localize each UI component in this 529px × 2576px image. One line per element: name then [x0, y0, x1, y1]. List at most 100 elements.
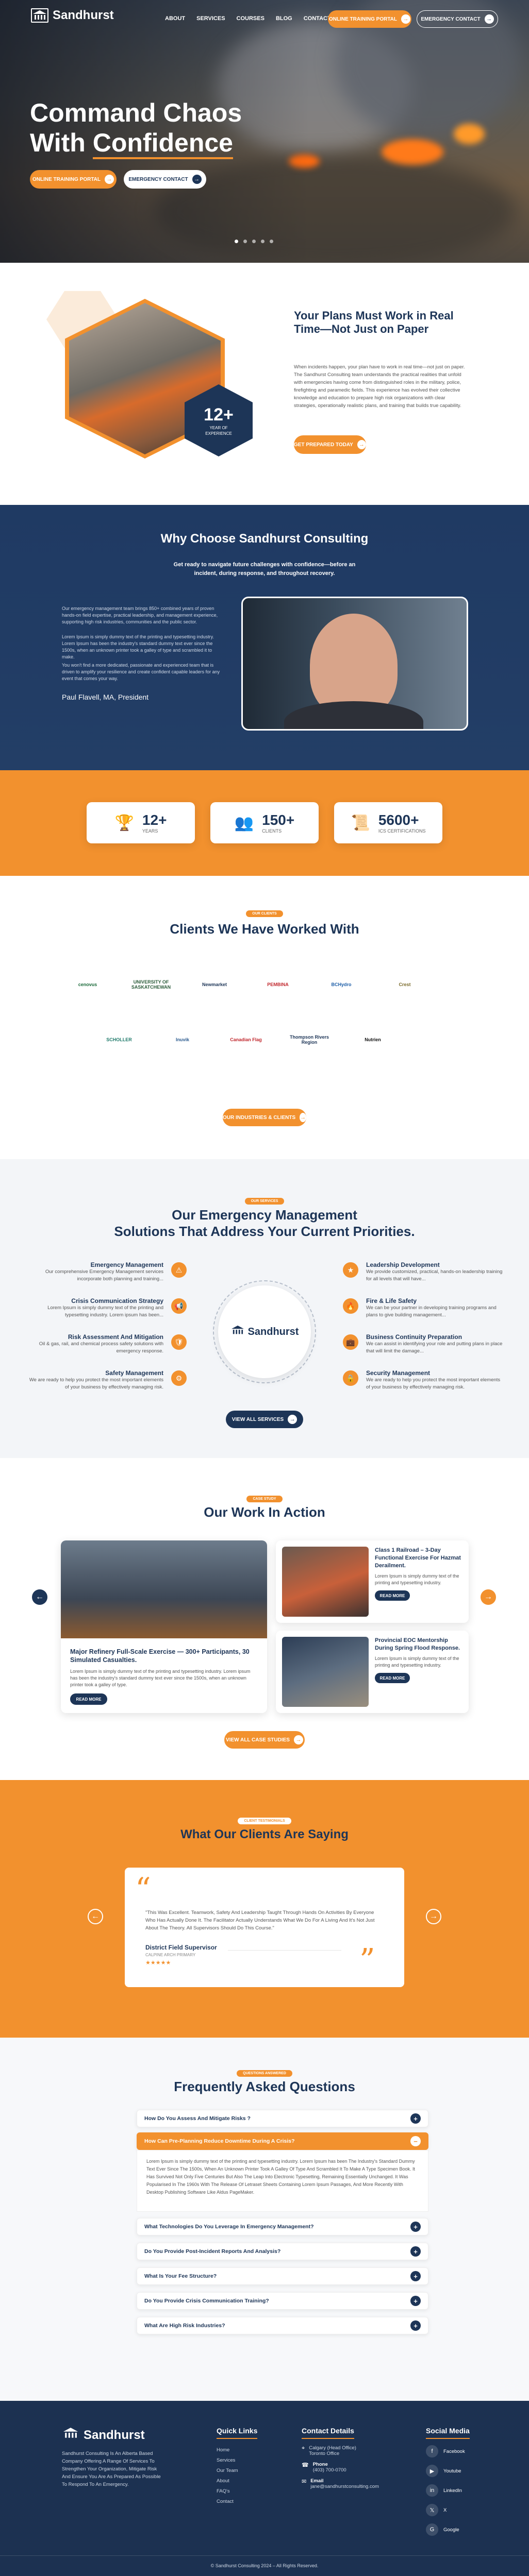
faq-item[interactable]: Do You Provide Crisis Communication Trai… [137, 2292, 428, 2310]
service-title: Security Management [366, 1369, 431, 1377]
why-body-1: Our emergency management team brings 850… [62, 606, 218, 624]
building-icon [31, 8, 48, 23]
footer-link-about[interactable]: About [217, 2478, 229, 2484]
faq-item[interactable]: What Technologies Do You Leverage In Eme… [137, 2218, 428, 2235]
online-training-label: ONLINE TRAINING PORTAL [328, 16, 398, 22]
footer-link-home[interactable]: Home [217, 2447, 230, 2453]
testimonial-next-arrow[interactable]: → [426, 1909, 441, 1924]
footer-link-faq[interactable]: FAQ's [217, 2488, 230, 2494]
hero-section: Sandhurst ABOUT SERVICES COURSES BLOG CO… [0, 0, 529, 263]
nav-item-contact[interactable]: CONTACT [303, 15, 331, 22]
hero-online-training-label: ONLINE TRAINING PORTAL [32, 176, 101, 182]
copyright: © Sandhurst Consulting 2024 – All Rights… [0, 2555, 529, 2568]
faq-answer: Lorem Ipsum is simply dummy text of the … [137, 2150, 428, 2212]
footer-link-team[interactable]: Our Team [217, 2468, 238, 2473]
read-more-label: READ MORE [76, 1697, 102, 1702]
main-menu: ABOUT SERVICES COURSES BLOG CONTACT [165, 15, 331, 22]
social-label: Facebook [443, 2448, 465, 2454]
service-title: Risk Assessment And Mitigation [68, 1333, 163, 1341]
arrow-right-icon: → [429, 1912, 438, 1921]
footer-logo[interactable]: Sandhurst [62, 2427, 145, 2444]
slider-dot[interactable] [252, 240, 256, 243]
read-more-button[interactable]: READ MORE [375, 1673, 410, 1683]
faq-section: QUESTIONS ANSWERED Frequently Asked Ques… [0, 2038, 529, 2401]
service-title: Fire & Life Safety [366, 1297, 417, 1304]
footer-email[interactable]: jane@sandhurstconsulting.com [310, 2484, 379, 2489]
faq-question: Do You Provide Post-Incident Reports And… [144, 2248, 281, 2255]
faq-title: Frequently Asked Questions [174, 2079, 355, 2094]
service-desc: We are ready to help you protect the mos… [366, 1377, 501, 1390]
linkedin-icon: in [426, 2484, 438, 2497]
slider-dot[interactable] [235, 240, 238, 243]
nav-item-services[interactable]: SERVICES [196, 15, 225, 22]
testimonial-title: What Our Clients Are Saying [180, 1827, 349, 1841]
stat-label: ICS CERTIFICATIONS [378, 828, 426, 834]
x-icon: 𝕏 [426, 2504, 438, 2516]
case-study-card[interactable]: Provincial EOC Mentorship During Spring … [276, 1631, 469, 1713]
sandhurst-logo[interactable]: Sandhurst [31, 8, 114, 23]
testimonial-pill: CLIENT TESTIMONIALS [238, 1818, 291, 1824]
carousel-prev-arrow[interactable]: ← [32, 1589, 47, 1605]
case-study-main-card[interactable]: Major Refinery Full-Scale Exercise — 300… [61, 1540, 267, 1713]
slider-dot[interactable] [270, 240, 273, 243]
slider-dot[interactable] [243, 240, 247, 243]
footer-link-services[interactable]: Services [217, 2458, 236, 2463]
site-footer: Sandhurst Sandhurst Consulting Is An Alb… [0, 2401, 529, 2576]
hero-emergency-contact-button[interactable]: EMERGENCY CONTACT→ [124, 170, 206, 189]
president-photo [241, 597, 468, 731]
fire-icon: 🔥 [343, 1298, 358, 1314]
get-prepared-button[interactable]: GET PREPARED TODAY→ [294, 435, 366, 454]
footer-link-contact[interactable]: Contact [217, 2499, 234, 2504]
view-all-case-studies-button[interactable]: VIEW ALL CASE STUDIES→ [224, 1731, 305, 1749]
read-more-button[interactable]: READ MORE [70, 1693, 107, 1705]
nav-item-blog[interactable]: BLOG [275, 15, 292, 22]
service-title: Business Continuity Preparation [366, 1333, 462, 1341]
contact-details: Contact Details ⌖Calgary (Head Office)To… [302, 2427, 405, 2489]
shield-icon: 🛡 [171, 1334, 187, 1350]
arrow-right-icon: → [105, 175, 114, 184]
trophy-icon: 🏆 [114, 814, 134, 832]
faq-item[interactable]: What Is Your Fee Structure?+ [137, 2267, 428, 2285]
testimonial-prev-arrow[interactable]: ← [88, 1909, 103, 1924]
derailment-image [282, 1547, 369, 1617]
quote-close-icon: ” [359, 1942, 375, 1978]
building-icon [62, 2427, 79, 2444]
nav-item-courses[interactable]: COURSES [236, 15, 264, 22]
footer-phone[interactable]: (403) 700-0700 [312, 2467, 346, 2473]
testimonial-quote: "This Was Excellent. Teamwork, Safety An… [145, 1910, 375, 1931]
online-training-portal-button[interactable]: ONLINE TRAINING PORTAL→ [328, 10, 411, 28]
social-youtube[interactable]: ▶Youtube [426, 2465, 470, 2477]
faq-item[interactable]: Do You Provide Post-Incident Reports And… [137, 2243, 428, 2260]
read-more-button[interactable]: READ MORE [375, 1590, 410, 1601]
slider-dot[interactable] [261, 240, 264, 243]
hero-online-training-button[interactable]: ONLINE TRAINING PORTAL → [30, 170, 117, 189]
emergency-contact-label: EMERGENCY CONTACT [421, 16, 481, 22]
briefcase-icon: 💼 [343, 1334, 358, 1350]
footer-address-2: Toronto Office [309, 2451, 340, 2456]
client-logo-name: UNIVERSITY OF SASKATCHEWAN [131, 979, 171, 990]
carousel-next-arrow[interactable]: → [481, 1589, 496, 1605]
faq-item-open[interactable]: How Can Pre-Planning Reduce Downtime Dur… [137, 2132, 428, 2150]
case-study-card[interactable]: Class 1 Railroad – 3-Day Functional Exer… [276, 1540, 469, 1623]
industries-clients-button[interactable]: OUR INDUSTRIES & CLIENTS→ [223, 1109, 306, 1126]
view-all-services-button[interactable]: VIEW ALL SERVICES→ [226, 1411, 303, 1428]
emergency-contact-button[interactable]: EMERGENCY CONTACT→ [417, 10, 498, 28]
faq-item[interactable]: What Are High Risk Industries?+ [137, 2317, 428, 2334]
case-study-title: Major Refinery Full-Scale Exercise — 300… [70, 1648, 250, 1664]
nav-item-about[interactable]: ABOUT [165, 15, 186, 22]
client-logo: SCHOLLER [93, 1011, 145, 1069]
faq-item[interactable]: How Do You Assess And Mitigate Risks ?+ [137, 2110, 428, 2127]
